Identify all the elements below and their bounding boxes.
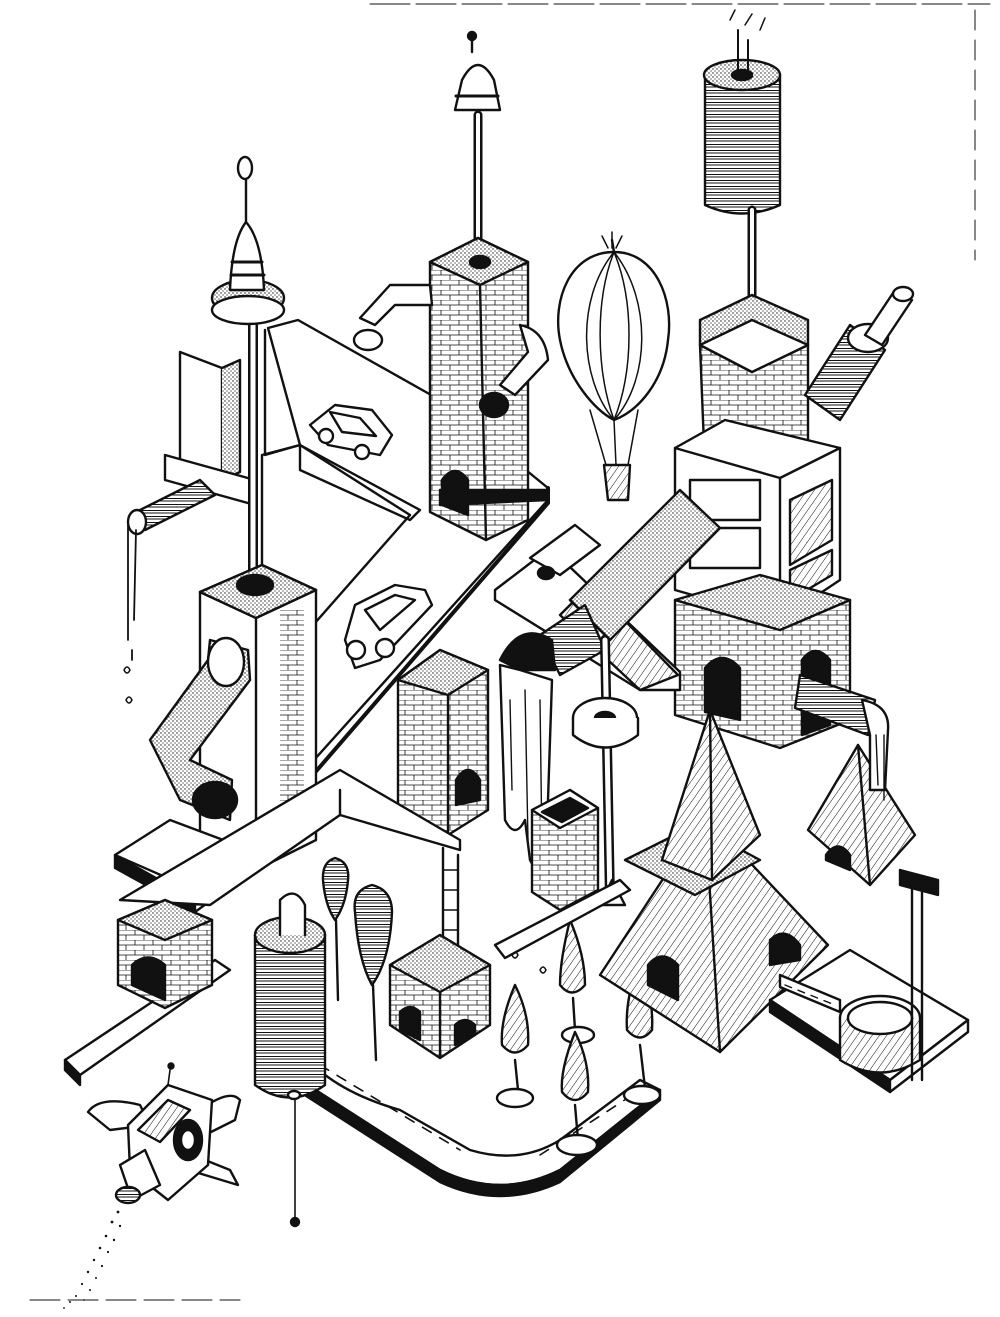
pyramid-large: [598, 708, 830, 1054]
right-pipe: [793, 673, 890, 801]
bent-pipe-left: [148, 636, 252, 822]
plank: [493, 878, 632, 960]
left-drain-pipe: [123, 478, 217, 704]
paper-edges: [29, 3, 991, 1301]
fortress-box: [388, 933, 492, 1060]
spaceship: [86, 1062, 242, 1205]
center-ring-pole: [571, 635, 640, 907]
tunnel-block-left: [116, 898, 214, 1010]
car-top: [308, 403, 394, 461]
right-platform: [768, 868, 970, 1094]
cylinder-pipe-right: [803, 285, 915, 422]
tower-right: [673, 9, 852, 750]
drum-tower-bottom-left: [253, 892, 327, 1228]
pyramid-small: [806, 743, 917, 887]
car-middle: [343, 583, 434, 670]
small-brick-box: [530, 788, 600, 912]
trees-left: [321, 856, 394, 1062]
billboard: [163, 350, 257, 507]
hot-air-balloon: [556, 231, 671, 502]
brick-pillar-mid: [396, 648, 490, 837]
spaceship-exhaust: [63, 1210, 122, 1309]
tower-middle: [352, 30, 550, 542]
